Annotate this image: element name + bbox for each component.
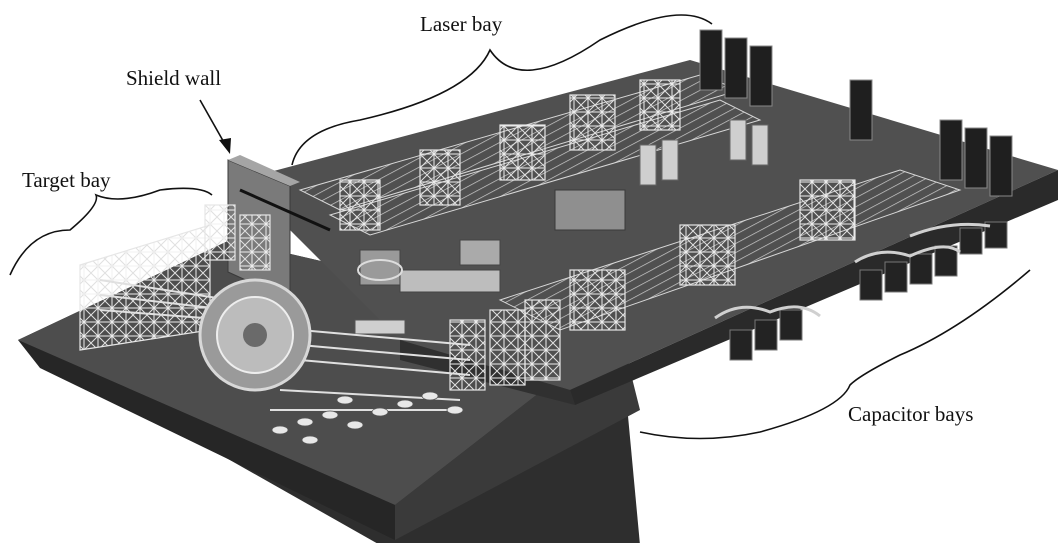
shield-wall-label: Shield wall bbox=[126, 68, 221, 89]
capacitor-bays-label: Capacitor bays bbox=[848, 404, 973, 425]
target-bay-label: Target bay bbox=[22, 170, 111, 191]
shield-wall-arrow-head bbox=[219, 138, 231, 154]
laser-bay-label: Laser bay bbox=[420, 14, 502, 35]
shield-wall-arrow-shaft bbox=[200, 100, 226, 146]
